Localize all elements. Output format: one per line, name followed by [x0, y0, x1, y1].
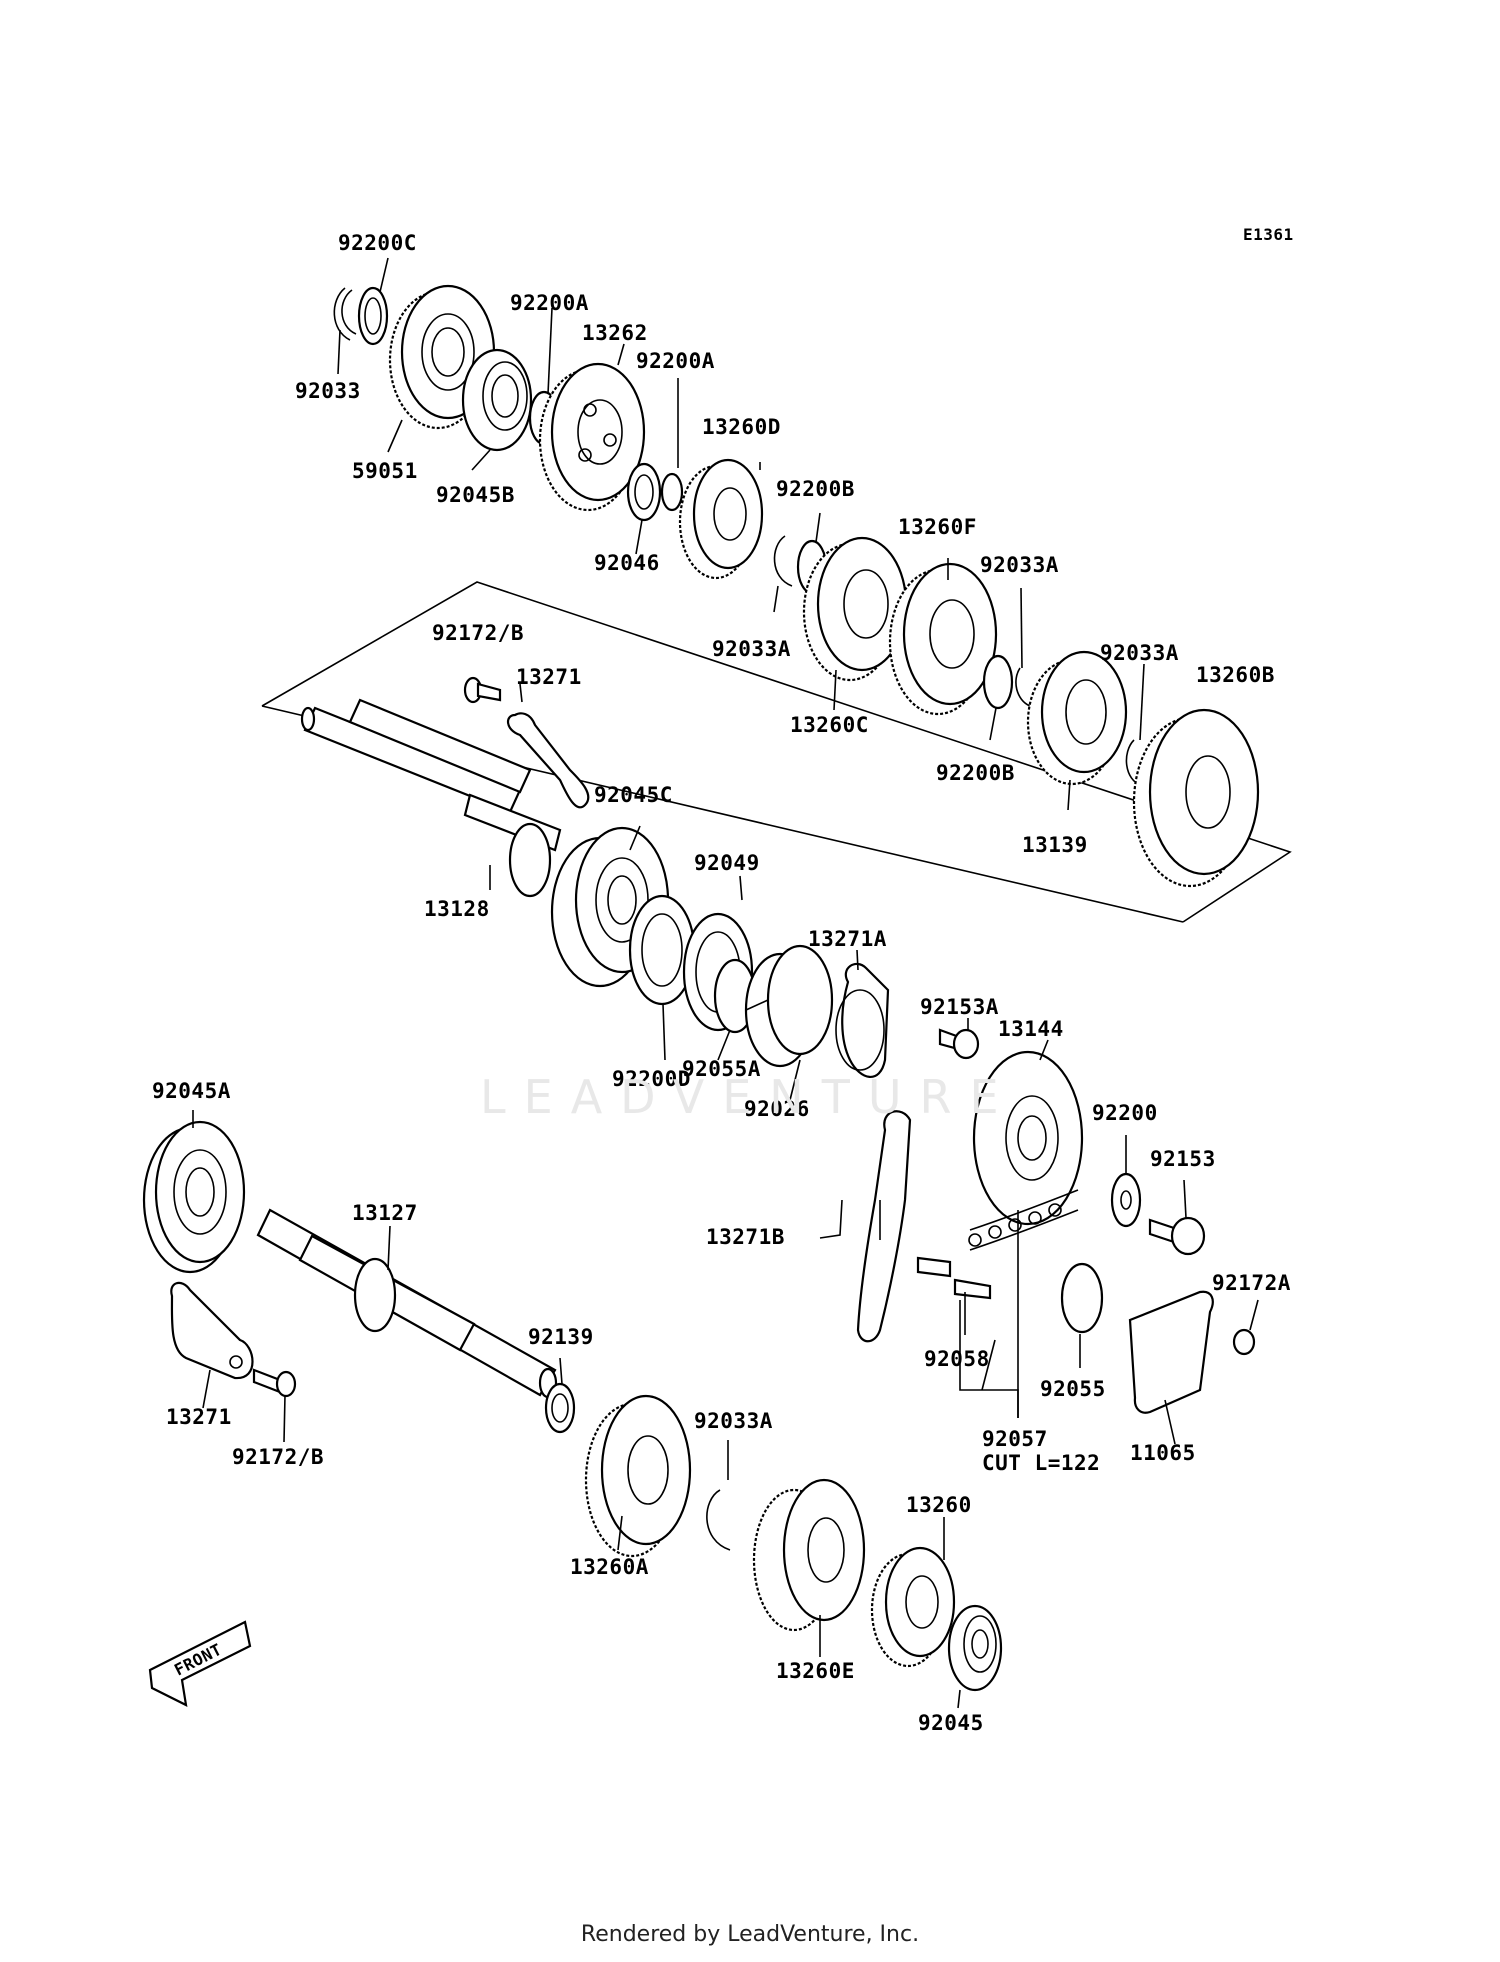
gear-13139: [1026, 650, 1128, 786]
label-92045a: 92045A: [152, 1079, 231, 1103]
washer-92200b-2: [982, 654, 1014, 710]
label-92033a-2: 92033A: [980, 553, 1059, 577]
bearing-92045b: [461, 348, 533, 452]
label-92055a: 92055A: [682, 1057, 761, 1081]
label-13260d: 13260D: [702, 415, 781, 439]
gear-13260d: [678, 458, 764, 580]
label-13271b: 13271B: [706, 1225, 785, 1249]
circlip-92033a-2: [1015, 667, 1031, 707]
gear-13260c: [802, 536, 908, 682]
label-92200a-2: 92200A: [636, 349, 715, 373]
bolt-92153: [1148, 1216, 1206, 1256]
label-59051: 59051: [352, 459, 418, 483]
label-92033a-1: 92033A: [712, 637, 791, 661]
label-13260c: 13260C: [790, 713, 869, 737]
label-92200c: 92200C: [338, 231, 417, 255]
label-92045b: 92045B: [436, 483, 515, 507]
label-13260a: 13260A: [570, 1555, 649, 1579]
label-92057: 92057: [982, 1427, 1048, 1451]
washer-92200c: [357, 286, 389, 346]
bearing-92045a: [142, 1120, 246, 1274]
label-92153a: 92153A: [920, 995, 999, 1019]
shaft-13127: [256, 1208, 558, 1399]
arm-13271b: [856, 1110, 912, 1343]
gear-13260b: [1132, 708, 1260, 888]
needle-bearing-92139: [544, 1382, 576, 1434]
label-92049: 92049: [694, 851, 760, 875]
collar-92026: [744, 944, 834, 1068]
label-92055: 92055: [1040, 1377, 1106, 1401]
label-92200d: 92200D: [612, 1067, 691, 1091]
label-13271a: 13271A: [808, 927, 887, 951]
label-92172a: 92172A: [1212, 1271, 1291, 1295]
chain-joint-92058: [916, 1256, 992, 1300]
label-13260e: 13260E: [776, 1659, 855, 1683]
plate-13271-1: [507, 712, 590, 809]
label-13262: 13262: [582, 321, 648, 345]
bearing-92045: [947, 1604, 1003, 1692]
circlip-92033: [333, 287, 357, 341]
circlip-92033a-4: [706, 1489, 731, 1551]
gear-13260a: [584, 1394, 692, 1558]
label-92033: 92033: [295, 379, 361, 403]
label-92153: 92153: [1150, 1147, 1216, 1171]
label-13271-2: 13271: [166, 1405, 232, 1429]
cover-11065: [1128, 1290, 1214, 1414]
label-92026: 92026: [744, 1097, 810, 1121]
diagram-code: E1361: [1243, 225, 1294, 244]
gear-13260e: [752, 1478, 866, 1632]
label-92139: 92139: [528, 1325, 594, 1349]
label-92033a-3: 92033A: [1100, 641, 1179, 665]
label-13139: 13139: [1022, 833, 1088, 857]
label-13260b: 13260B: [1196, 663, 1275, 687]
bolt-92153a: [938, 1028, 980, 1060]
label-11065: 11065: [1130, 1441, 1196, 1465]
gear-13260f: [888, 562, 998, 716]
label-92057-cut: CUT L=122: [982, 1451, 1100, 1475]
label-92045c: 92045C: [594, 783, 673, 807]
screw-92172b-2: [252, 1368, 297, 1398]
shaft-13128: [300, 698, 562, 898]
chain-92057: [968, 1189, 1079, 1251]
label-92200b-1: 92200B: [776, 477, 855, 501]
label-13271-1: 13271: [516, 665, 582, 689]
label-13128: 13128: [424, 897, 490, 921]
washer-92200d: [628, 894, 696, 1006]
label-13144: 13144: [998, 1017, 1064, 1041]
gear-13262: [538, 362, 646, 512]
label-92058: 92058: [924, 1347, 990, 1371]
oring-92055: [1060, 1262, 1104, 1334]
label-92046: 92046: [594, 551, 660, 575]
label-13260: 13260: [906, 1493, 972, 1517]
watermark: LEADVENTURE: [480, 1070, 1017, 1124]
needle-bearing-92046: [626, 462, 662, 522]
washer-92200a-2: [660, 472, 684, 512]
footer-credit: Rendered by LeadVenture, Inc.: [580, 1922, 920, 1947]
plate-13271a: [835, 962, 890, 1078]
circlip-92033a-1: [773, 535, 793, 587]
screw-92172b-1: [463, 676, 502, 704]
gear-13260: [870, 1546, 956, 1668]
label-92200b-2: 92200B: [936, 761, 1015, 785]
label-92172b-2: 92172/B: [232, 1445, 324, 1469]
washer-92200: [1110, 1172, 1142, 1228]
label-92033a-4: 92033A: [694, 1409, 773, 1433]
label-92200: 92200: [1092, 1101, 1158, 1125]
plate-13271-2: [170, 1281, 254, 1380]
sprocket-13144: [972, 1050, 1084, 1226]
assembly-frame: [261, 581, 1292, 923]
label-92045: 92045: [918, 1711, 984, 1735]
leader-lines: [192, 257, 1259, 1709]
label-13127: 13127: [352, 1201, 418, 1225]
label-13260f: 13260F: [898, 515, 977, 539]
label-92200a-1: 92200A: [510, 291, 589, 315]
label-92172b-1: 92172/B: [432, 621, 524, 645]
screw-92172a: [1232, 1328, 1256, 1356]
front-arrow-icon: FRONT: [148, 1620, 252, 1707]
